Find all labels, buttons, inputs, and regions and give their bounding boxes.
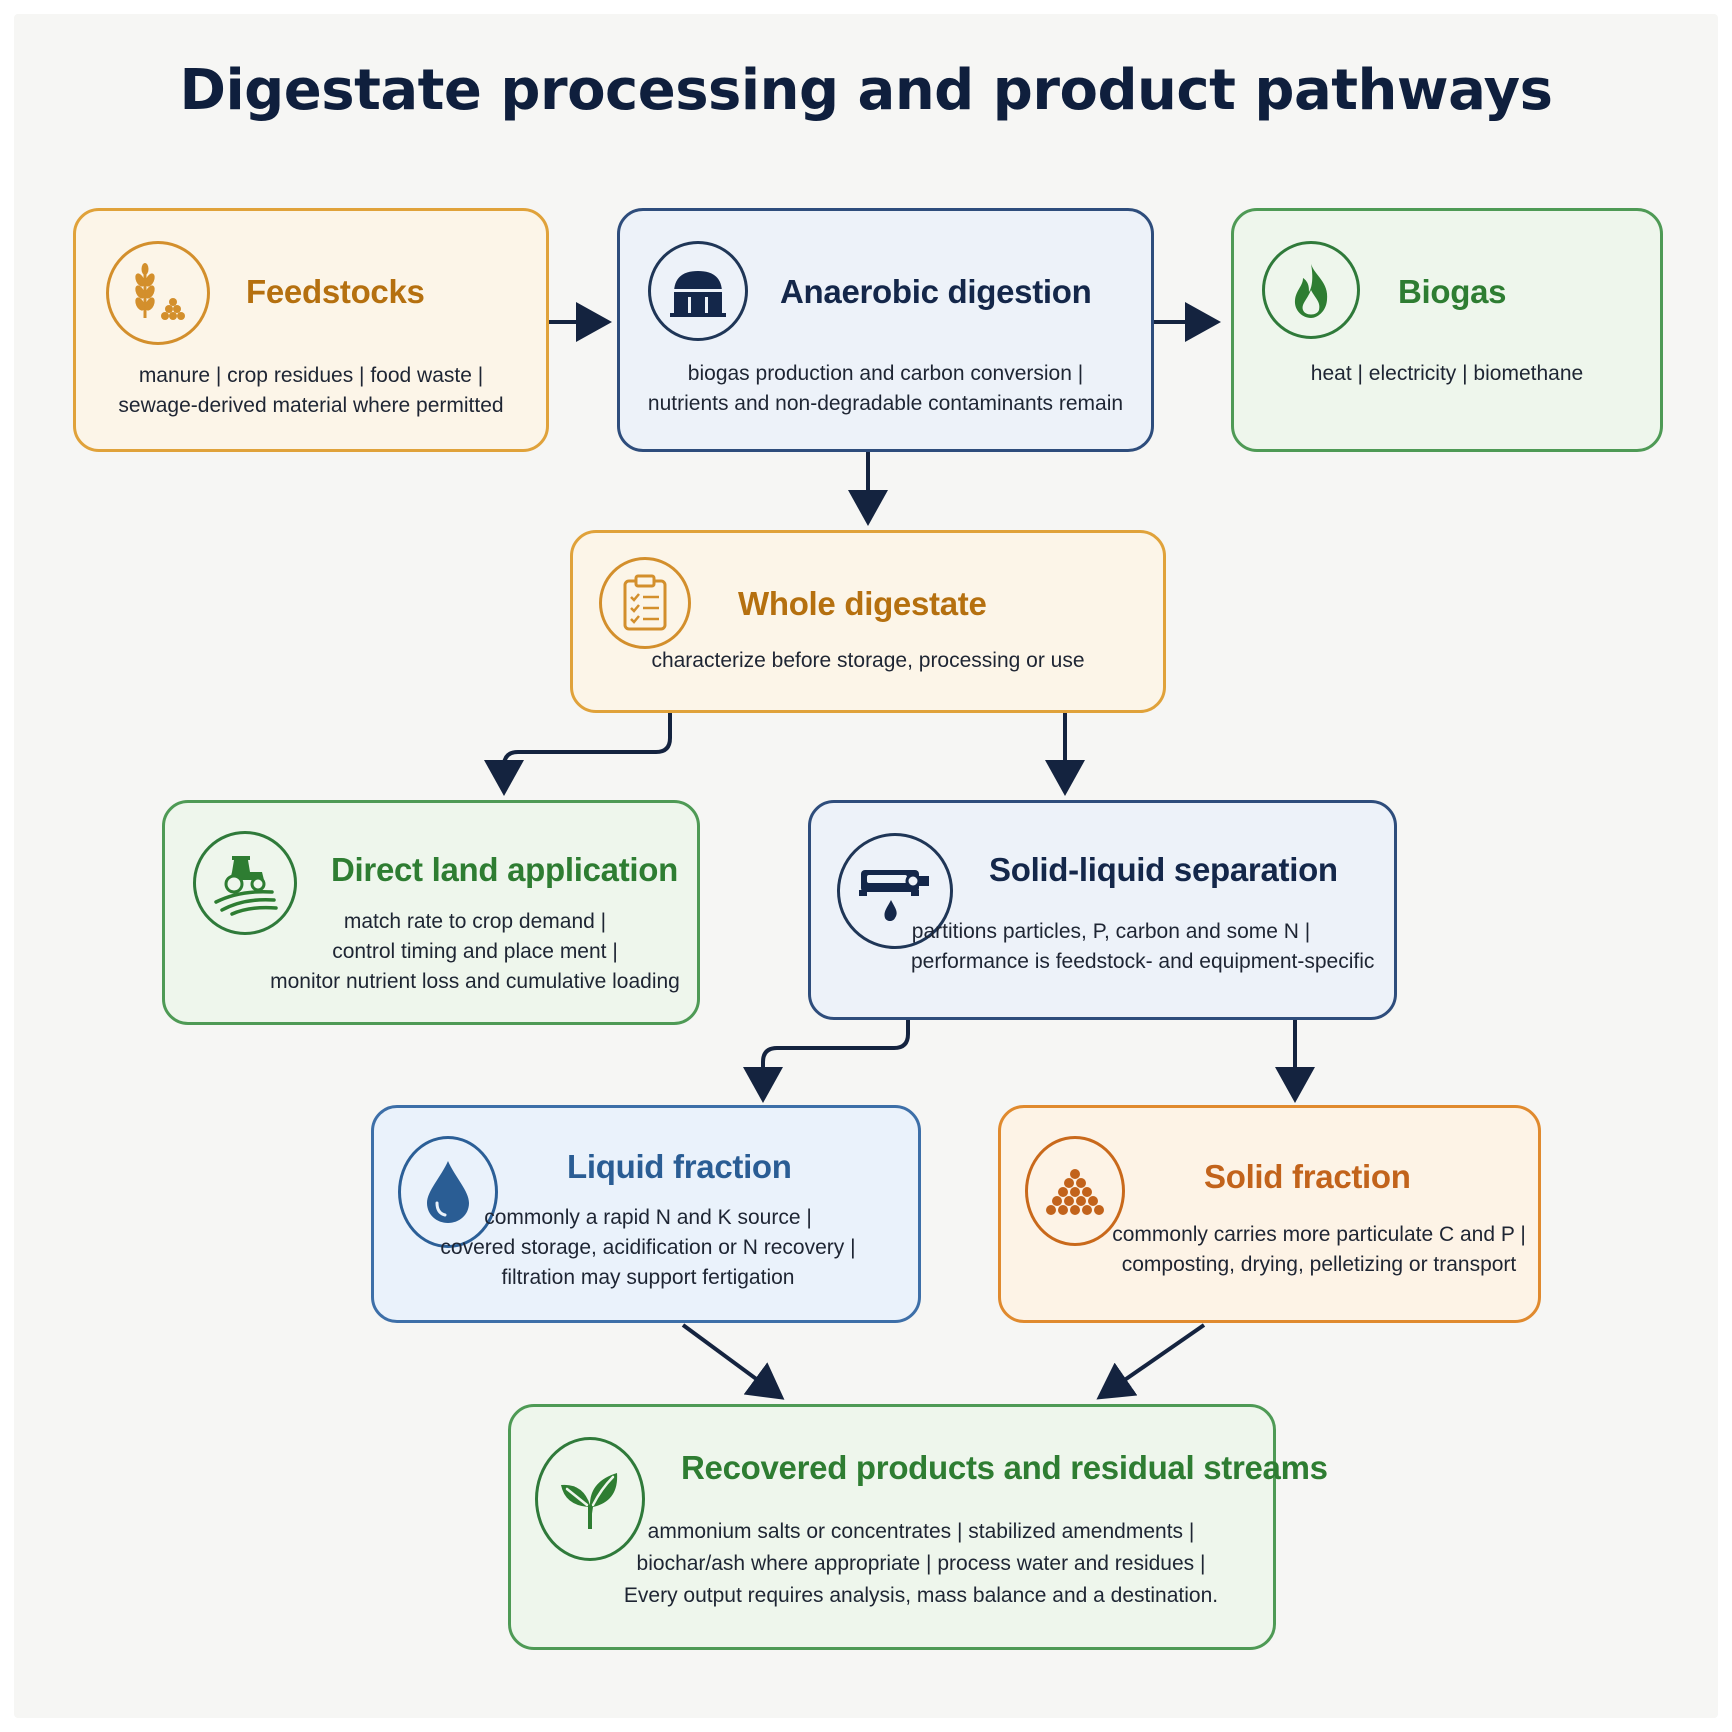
- node-biogas: Biogas heat | electricity | biomethane: [1231, 208, 1663, 452]
- node-title: Whole digestate: [738, 585, 987, 622]
- node-description: characterize before storage, processing …: [651, 649, 1085, 672]
- flame-icon: [1262, 241, 1360, 339]
- page-title: Digestate processing and product pathway…: [179, 58, 1553, 123]
- node-whole-digestate: Whole digestate characterize before stor…: [570, 530, 1166, 713]
- node-description: manure | crop residues | food waste | se…: [118, 364, 504, 417]
- node-description: ammonium salts or concentrates | stabili…: [623, 1520, 1219, 1607]
- pellet-pile-icon: [1025, 1136, 1125, 1246]
- node-feedstocks: Feedstocks manure | crop residues | food…: [73, 208, 549, 452]
- node-title: Recovered products and residual streams: [681, 1449, 1328, 1486]
- arrow-solid-to-recovered: [1096, 1323, 1206, 1400]
- node-title: Liquid fraction: [567, 1148, 792, 1185]
- node-title: Anaerobic digestion: [780, 273, 1092, 310]
- arrow-separation-to-liquid-fraction: [743, 1020, 910, 1103]
- leaf-sprout-icon: [535, 1437, 645, 1561]
- node-title: Solid fraction: [1204, 1158, 1411, 1195]
- clipboard-checklist-icon: [599, 557, 691, 649]
- node-description: heat | electricity | biomethane: [1310, 362, 1584, 385]
- node-description: commonly a rapid N and K source | covere…: [440, 1206, 856, 1289]
- node-title: Feedstocks: [246, 273, 425, 310]
- arrow-liquid-to-recovered: [681, 1323, 785, 1400]
- node-title: Direct land application: [331, 851, 678, 888]
- node-recovered-products: Recovered products and residual streams …: [508, 1404, 1328, 1650]
- node-description: match rate to crop demand | control timi…: [270, 910, 680, 993]
- arrow-whole-digestate-to-land-application: [484, 713, 672, 796]
- node-title: Solid-liquid separation: [989, 851, 1338, 888]
- node-description: biogas production and carbon conversion …: [647, 362, 1124, 415]
- node-title: Biogas: [1398, 273, 1507, 310]
- separator-machine-icon: [837, 833, 953, 949]
- node-description: commonly carries more particulate C and …: [1112, 1223, 1526, 1276]
- wheat-and-grain-pile-icon: [106, 241, 210, 345]
- node-direct-land-application: Direct land application match rate to cr…: [162, 800, 700, 1025]
- node-solid-liquid-separation: Solid-liquid separation partitions parti…: [808, 800, 1397, 1020]
- node-liquid-fraction: Liquid fraction commonly a rapid N and K…: [371, 1105, 921, 1323]
- node-description: partitions particles, P, carbon and some…: [911, 920, 1375, 973]
- water-drop-icon: [398, 1136, 498, 1248]
- digester-dome-icon: [648, 241, 748, 341]
- tractor-field-icon: [193, 831, 297, 935]
- node-anaerobic-digestion: Anaerobic digestion biogas production an…: [617, 208, 1154, 452]
- node-solid-fraction: Solid fraction commonly carries more par…: [998, 1105, 1541, 1323]
